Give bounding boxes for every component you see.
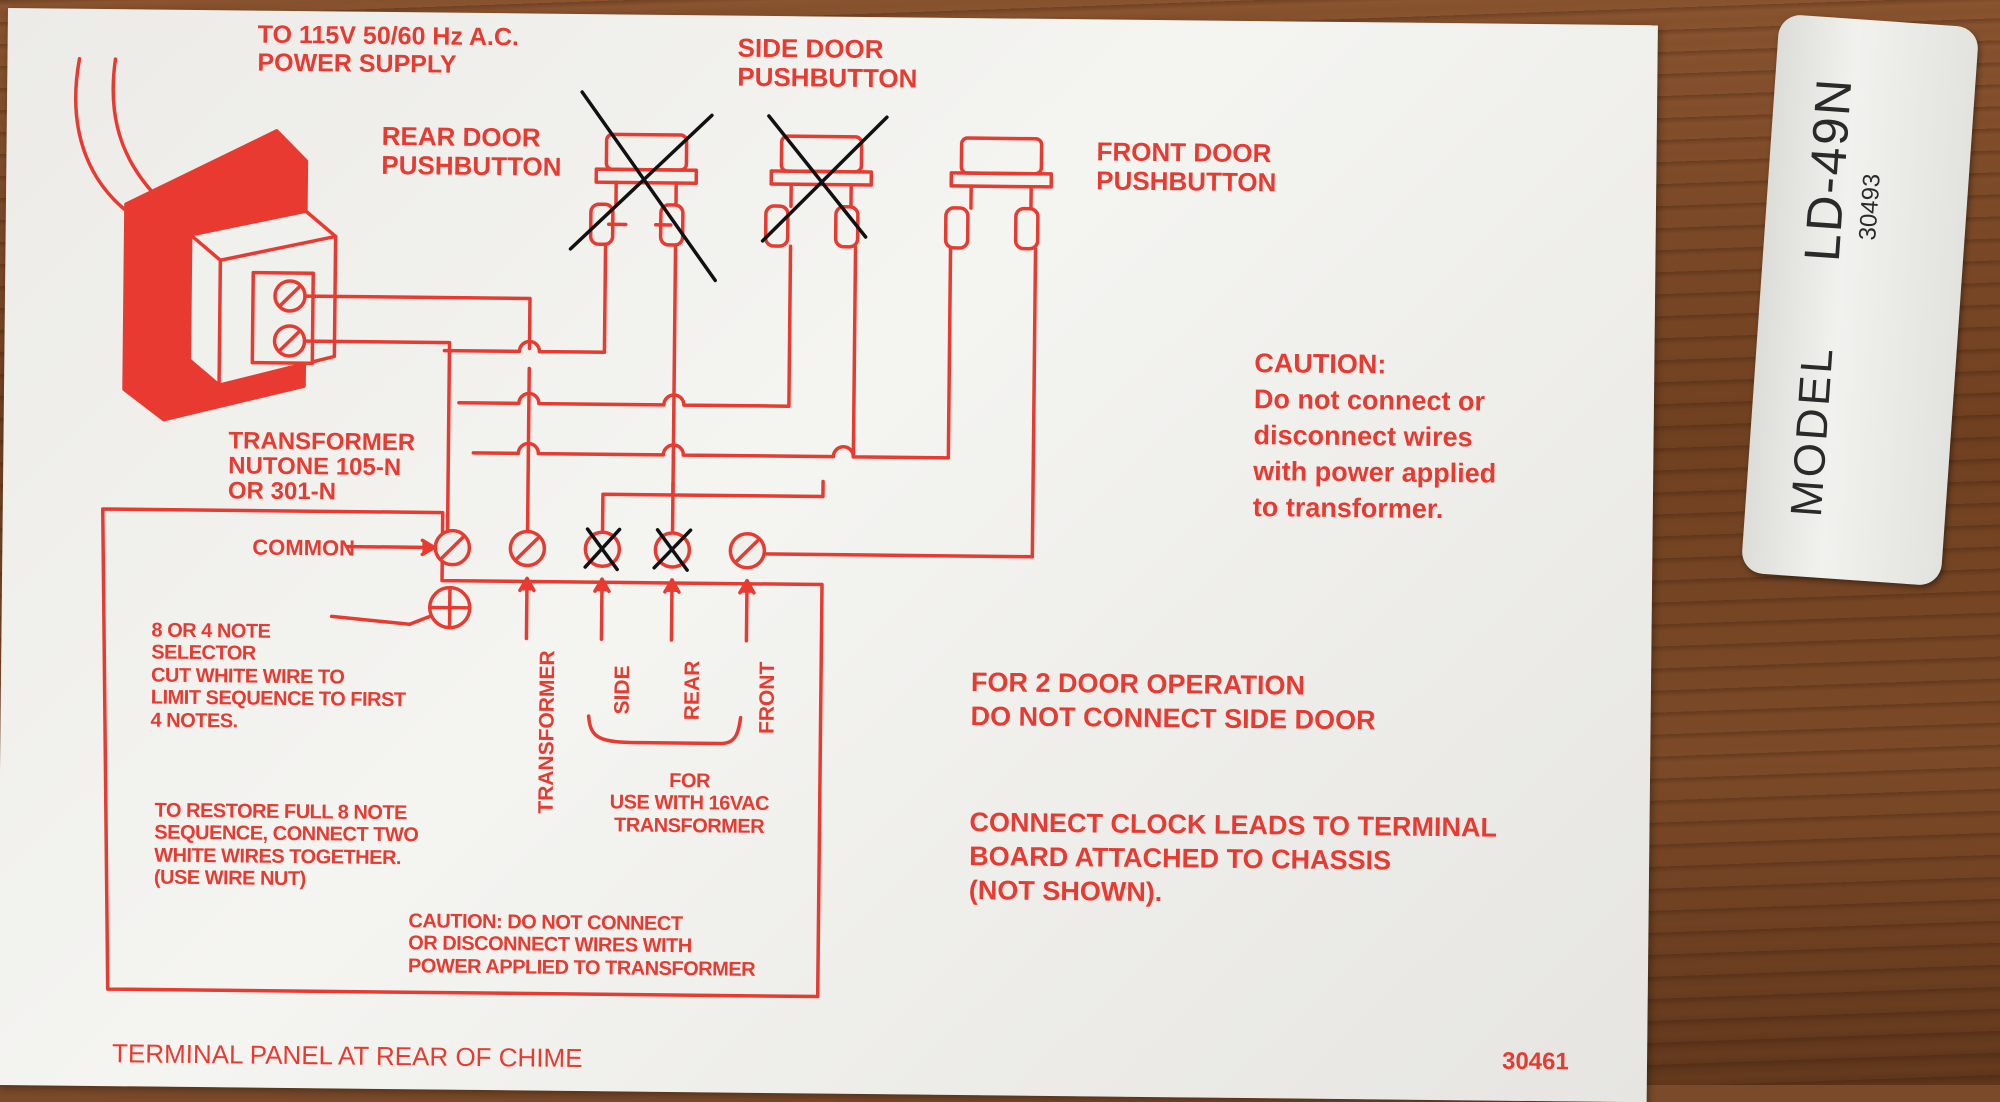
model-number: LD-49N (1794, 75, 1863, 263)
terminal-side-label: SIDE (611, 665, 635, 714)
terminal-front-label: FRONT (755, 662, 779, 735)
part-number-label: 30461 (1502, 1049, 1569, 1077)
restore-sequence-label: TO RESTORE FULL 8 NOTE SEQUENCE, CONNECT… (154, 800, 419, 892)
wiring (302, 241, 1035, 557)
side-door-pushbutton-label: SIDE DOOR PUSHBUTTON (737, 34, 918, 94)
for-16vac-label: FOR USE WITH 16VAC TRANSFORMER (609, 769, 769, 838)
power-supply-label: TO 115V 50/60 Hz A.C. POWER SUPPLY (257, 21, 519, 80)
terminal-rear-label: REAR (681, 661, 705, 721)
caution-bottom-label: CAUTION: DO NOT CONNECT OR DISCONNECT WI… (408, 910, 756, 981)
front-door-pushbutton (946, 138, 1052, 249)
model-tag: MODEL LD-49N 30493 (1741, 14, 1980, 587)
clock-leads-label: CONNECT CLOCK LEADS TO TERMINAL BOARD AT… (969, 806, 1498, 913)
caution-right-label: CAUTION: Do not connect or disconnect wi… (1253, 346, 1498, 528)
wiring-diagram-card: TO 115V 50/60 Hz A.C. POWER SUPPLY SIDE … (0, 8, 1658, 1102)
side-door-pushbutton (766, 136, 872, 247)
transformer (124, 129, 337, 421)
rear-door-pushbutton (591, 134, 697, 245)
wiring-diagram (0, 8, 1658, 1102)
common-label: COMMON (252, 536, 355, 562)
model-label: MODEL (1782, 344, 1843, 518)
two-door-operation-label: FOR 2 DOOR OPERATION DO NOT CONNECT SIDE… (970, 666, 1376, 738)
terminal-panel-label: TERMINAL PANEL AT REAR OF CHIME (112, 1039, 583, 1073)
model-serial: 30493 (1854, 173, 1887, 242)
rear-door-pushbutton-label: REAR DOOR PUSHBUTTON (381, 122, 562, 182)
marker-crosses (567, 92, 887, 572)
transformer-model-label: TRANSFORMER NUTONE 105-N OR 301-N (228, 428, 415, 506)
front-door-pushbutton-label: FRONT DOOR PUSHBUTTON (1096, 137, 1277, 197)
terminal-transformer-label: TRANSFORMER (535, 650, 560, 814)
note-selector-label: 8 OR 4 NOTE SELECTOR CUT WHITE WIRE TO L… (150, 620, 406, 735)
